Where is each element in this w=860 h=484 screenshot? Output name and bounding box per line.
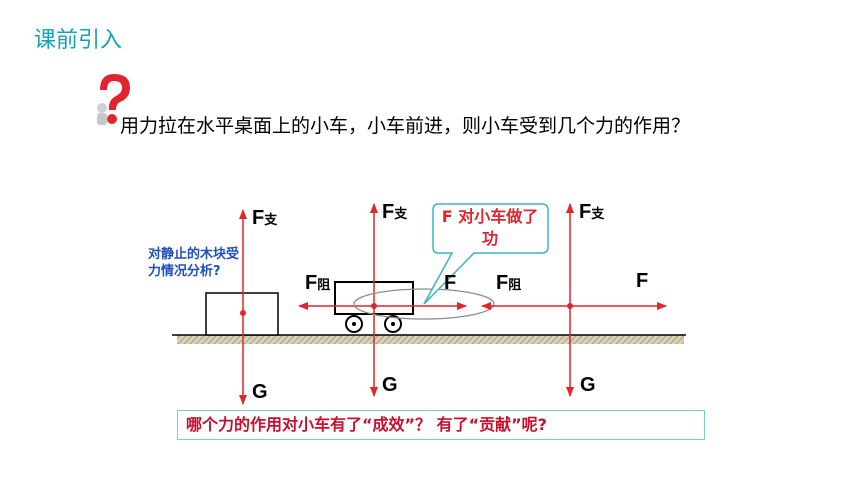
table-surface: [177, 335, 684, 344]
block-support-label: F支: [252, 207, 278, 229]
question-mark-icon: [97, 74, 130, 125]
cart-support-label: F支: [382, 201, 408, 223]
cart-friction-label: F阻: [305, 272, 331, 294]
cart-center-dot: [371, 303, 377, 309]
fbd-friction-label: F阻: [496, 272, 522, 294]
fbd-support-label: F支: [579, 201, 605, 223]
cart-pull-label: F: [444, 272, 457, 294]
fbd-center-dot: [567, 303, 573, 309]
block-center-dot: [240, 310, 246, 316]
fbd-pull-label: F: [636, 270, 649, 292]
block-gravity-label: G: [252, 381, 268, 403]
callout-bubble: [423, 203, 549, 305]
fbd-gravity-label: G: [580, 374, 596, 396]
callout-text: F 对小车做了功: [441, 207, 539, 248]
cart-gravity-label: G: [382, 374, 398, 396]
slide-title: 课前引入: [34, 28, 123, 53]
block-analysis-note: 对静止的木块受力情况分析?: [148, 247, 240, 279]
question-text: 用力拉在水平桌面上的小车，小车前进，则小车受到几个力的作用？: [120, 115, 691, 137]
bottom-question: 哪个力的作用对小车有了“成效”？ 有了“贡献”呢?: [177, 410, 705, 440]
highlight-ellipse: [353, 288, 495, 320]
